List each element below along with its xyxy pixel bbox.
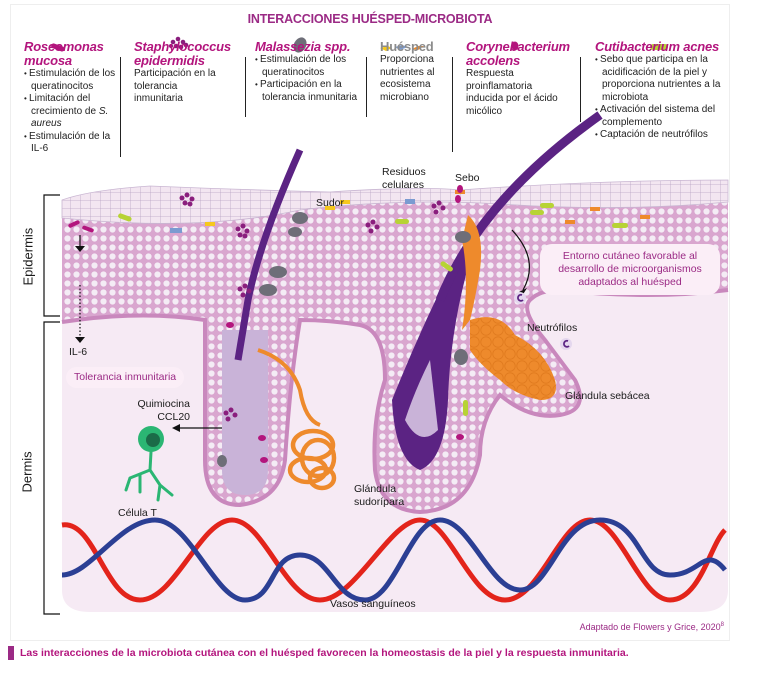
arrow-head-icon: [172, 424, 180, 432]
bullet: Activación del sistema del complemento: [595, 104, 725, 129]
sweat-gland-coil: [287, 428, 337, 491]
separator: [245, 57, 246, 117]
caption-text: Las interacciones de la microbiota cután…: [20, 647, 629, 659]
microbe-corynebacterium: Corynebacterium accolens Respuesta proin…: [466, 40, 586, 118]
label-glandula-sebacea: Glándula sebácea: [565, 390, 650, 402]
microbe-cutibacterium: Cutibacterium acnes Sebo que participa e…: [595, 40, 725, 142]
microbe-malassezia: Malassezia spp. Estimulación de los quer…: [255, 40, 367, 104]
neutrophil-icon: [560, 338, 572, 350]
microbe-staphylococcus: Staphylococcus epidermidis Participación…: [134, 40, 244, 106]
microbe-text: Proporciona nutrientes al ecosistema mic…: [380, 54, 435, 103]
label-residuos: Residuos celulares: [382, 166, 426, 191]
rod-lime-icon: [650, 44, 668, 50]
bubble-tolerancia: Tolerancia inmunitaria: [66, 367, 185, 388]
microbe-name: Roseomonas mucosa: [24, 39, 104, 68]
microbe-roseomonas: Roseomonas mucosa Estimulación de los qu…: [24, 40, 124, 156]
credit-ref: 8: [720, 622, 724, 628]
host-flakes-icon: [380, 45, 424, 51]
artery-red: [61, 517, 727, 603]
label-il6: IL-6: [69, 346, 88, 358]
follicle-left: [222, 330, 268, 495]
epidermis-bracket: [43, 194, 60, 317]
separator: [452, 57, 453, 152]
sebaceous-duct: [462, 215, 482, 330]
caption-bar: [8, 646, 14, 660]
label-sudor: Sudor: [316, 197, 345, 209]
microbe-name: Cutibacterium acnes: [595, 39, 720, 54]
credit-text: Adaptado de Flowers y Grice, 2020: [579, 622, 721, 632]
sebaceous-gland: [470, 317, 556, 400]
bullet-italic: S. aureus: [31, 105, 109, 130]
bullet: Estimulación de los queratinocitos: [255, 54, 367, 79]
label-sebo: Sebo: [455, 172, 480, 184]
neutrophil-icon: [514, 292, 526, 304]
microbe-markers: [68, 185, 650, 467]
microbe-name: Corynebacterium accolens: [466, 39, 570, 68]
bullet: Limitación del crecimiento de S. aureus: [24, 93, 124, 131]
microbe-name: Staphylococcus epidermidis: [134, 39, 231, 68]
microbe-name: Huésped: [380, 39, 434, 54]
label-vasos: Vasos sanguíneos: [330, 598, 416, 610]
bullet: Participación en la tolerancia inmunitar…: [255, 79, 367, 104]
basal-membrane: [61, 287, 729, 515]
sweat-gland-duct: [257, 348, 321, 427]
page-title: INTERACCIONES HUÉSPED-MICROBIOTA: [247, 12, 493, 26]
stratum-corneum: [61, 179, 729, 224]
separator: [366, 57, 367, 117]
vein-blue: [61, 517, 727, 603]
label-quimiocina: Quimiocina CCL20: [137, 398, 190, 423]
label-epidermis: Epidermis: [20, 227, 36, 286]
label-neutrofilos: Neutrófilos: [527, 322, 578, 334]
hair-shaft-left: [234, 148, 304, 361]
cocci-cluster-icon: [169, 36, 189, 50]
source-credit: Adaptado de Flowers y Grice, 20208: [580, 622, 724, 632]
hair-shaft-right: [435, 111, 603, 302]
bullet-text: Limitación del crecimiento de: [29, 93, 99, 117]
host: Huésped Proporciona nutrientes al ecosis…: [380, 40, 455, 104]
separator: [580, 57, 581, 122]
microbe-text: Participación en la tolerancia inmunitar…: [134, 68, 216, 104]
microbe-name: Malassezia spp.: [255, 39, 351, 54]
separator: [120, 57, 121, 157]
label-glandula-sudoripara: Glándula sudorípara: [354, 483, 405, 508]
t-cell-icon: [124, 426, 174, 502]
dermis-bracket: [43, 321, 60, 615]
yeast-oval-icon: [293, 37, 307, 53]
label-dermis: Dermis: [19, 451, 35, 493]
hair-root: [405, 360, 438, 438]
microbe-text: Respuesta proinflamatoria inducida por e…: [466, 68, 558, 117]
label-celula-t: Célula T: [118, 507, 157, 519]
bullet: Sebo que participa en la acidificación d…: [595, 54, 725, 104]
bubble-entorno: Entorno cutáneo favorable al desarrollo …: [540, 244, 720, 295]
arrow-head-icon: [75, 246, 85, 252]
entorno-arrow: [511, 229, 530, 291]
figure-caption: Las interacciones de la microbiota cután…: [8, 646, 629, 660]
arrow-head-icon: [75, 337, 85, 343]
bullet: Estimulación de los queratinocitos: [24, 68, 124, 93]
dot-magenta-icon: [511, 41, 519, 51]
bullet: Estimulación de la IL-6: [24, 131, 124, 156]
rod-magenta-icon: [51, 43, 65, 52]
bullet: Captación de neutrófilos: [595, 129, 725, 142]
